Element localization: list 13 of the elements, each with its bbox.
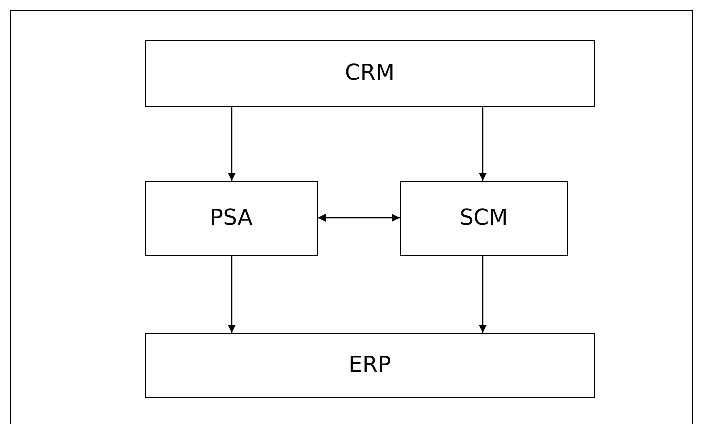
box-label: SCM: [460, 205, 508, 233]
box-label: CRM: [345, 60, 395, 88]
system-box: [145, 181, 318, 256]
arrow: [479, 256, 487, 333]
arrow: [228, 256, 236, 333]
box-label: PSA: [210, 205, 253, 233]
arrow: [228, 107, 236, 181]
box-label: ERP: [348, 352, 392, 380]
arrow: [318, 214, 400, 222]
system-box: [145, 40, 595, 107]
system-box: [145, 333, 595, 398]
system-box: [400, 181, 568, 256]
arrow: [479, 107, 487, 181]
